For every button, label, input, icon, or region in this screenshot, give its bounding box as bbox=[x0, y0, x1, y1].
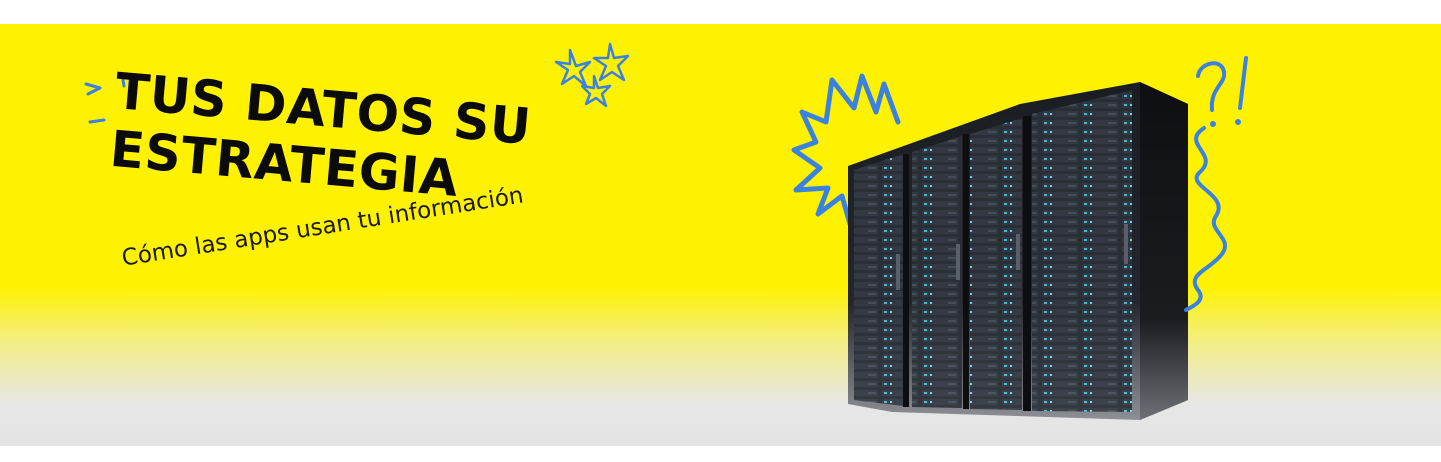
stars-icon bbox=[554, 42, 630, 108]
hero-banner: TUS DATOS SU ESTRATEGIA Cómo las apps us… bbox=[0, 24, 1441, 446]
server-rack-image bbox=[848, 82, 1188, 420]
question-exclamation-icon bbox=[1196, 56, 1248, 127]
squiggle-icon bbox=[1184, 126, 1227, 312]
spiky-burst-icon bbox=[791, 73, 901, 227]
dash-marks-icon bbox=[84, 72, 126, 124]
